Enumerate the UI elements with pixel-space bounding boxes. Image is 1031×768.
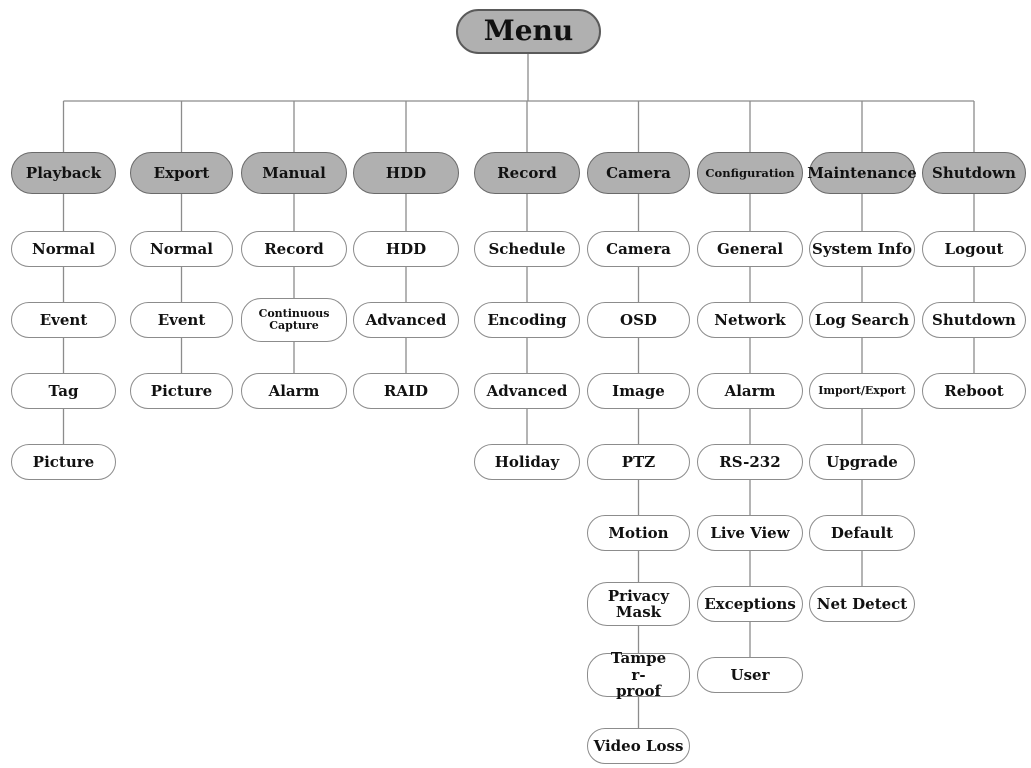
menu-item-configuration-network[interactable]: Network (697, 302, 803, 338)
menu-root: Menu (456, 9, 601, 54)
menu-header-camera[interactable]: Camera (587, 152, 690, 194)
menu-item-camera-camera[interactable]: Camera (587, 231, 690, 267)
menu-header-export[interactable]: Export (130, 152, 233, 194)
menu-item-label: Privacy Mask (607, 586, 670, 621)
menu-header-hdd[interactable]: HDD (353, 152, 459, 194)
menu-item-configuration-user[interactable]: User (697, 657, 803, 693)
menu-item-camera-motion[interactable]: Motion (587, 515, 690, 551)
menu-item-maintenance-import-export[interactable]: Import/Export (809, 373, 915, 409)
menu-item-hdd-advanced[interactable]: Advanced (353, 302, 459, 338)
menu-header-record[interactable]: Record (474, 152, 580, 194)
menu-item-camera-ptz[interactable]: PTZ (587, 444, 690, 480)
menu-item-export-picture[interactable]: Picture (130, 373, 233, 409)
menu-header-shutdown[interactable]: Shutdown (922, 152, 1026, 194)
menu-item-playback-event[interactable]: Event (11, 302, 116, 338)
menu-item-camera-privacy-mask[interactable]: Privacy Mask (587, 582, 690, 626)
menu-item-maintenance-upgrade[interactable]: Upgrade (809, 444, 915, 480)
menu-item-playback-picture[interactable]: Picture (11, 444, 116, 480)
menu-item-shutdown-logout[interactable]: Logout (922, 231, 1026, 267)
menu-item-record-advanced[interactable]: Advanced (474, 373, 580, 409)
menu-item-maintenance-system-info[interactable]: System Info (809, 231, 915, 267)
menu-header-maintenance[interactable]: Maintenance (807, 152, 917, 194)
menu-item-camera-osd[interactable]: OSD (587, 302, 690, 338)
menu-item-playback-tag[interactable]: Tag (11, 373, 116, 409)
menu-item-record-holiday[interactable]: Holiday (474, 444, 580, 480)
menu-item-hdd-raid[interactable]: RAID (353, 373, 459, 409)
menu-item-label: Tamper-proof (610, 649, 667, 701)
menu-item-manual-record[interactable]: Record (241, 231, 347, 267)
menu-item-shutdown-shutdown[interactable]: Shutdown (922, 302, 1026, 338)
menu-item-label: Continuous Capture (258, 306, 330, 332)
menu-item-camera-tamper-proof[interactable]: Tamper-proof (587, 649, 690, 701)
menu-item-manual-continuous-capture[interactable]: Continuous Capture (241, 298, 347, 342)
menu-item-configuration-alarm[interactable]: Alarm (697, 373, 803, 409)
menu-item-configuration-general[interactable]: General (697, 231, 803, 267)
menu-item-maintenance-log-search[interactable]: Log Search (809, 302, 915, 338)
menu-item-export-event[interactable]: Event (130, 302, 233, 338)
menu-item-manual-alarm[interactable]: Alarm (241, 373, 347, 409)
menu-item-camera-image[interactable]: Image (587, 373, 690, 409)
menu-item-camera-video-loss[interactable]: Video Loss (587, 728, 690, 764)
menu-item-shutdown-reboot[interactable]: Reboot (922, 373, 1026, 409)
menu-header-playback[interactable]: Playback (11, 152, 116, 194)
menu-item-configuration-rs-232[interactable]: RS-232 (697, 444, 803, 480)
menu-item-record-encoding[interactable]: Encoding (474, 302, 580, 338)
menu-header-configuration[interactable]: Configuration (697, 152, 803, 194)
menu-item-hdd-hdd[interactable]: HDD (353, 231, 459, 267)
menu-item-record-schedule[interactable]: Schedule (474, 231, 580, 267)
menu-header-manual[interactable]: Manual (241, 152, 347, 194)
menu-item-configuration-live-view[interactable]: Live View (697, 515, 803, 551)
menu-item-export-normal[interactable]: Normal (130, 231, 233, 267)
menu-item-maintenance-net-detect[interactable]: Net Detect (809, 586, 915, 622)
menu-item-configuration-exceptions[interactable]: Exceptions (697, 586, 803, 622)
menu-item-maintenance-default[interactable]: Default (809, 515, 915, 551)
menu-item-playback-normal[interactable]: Normal (11, 231, 116, 267)
